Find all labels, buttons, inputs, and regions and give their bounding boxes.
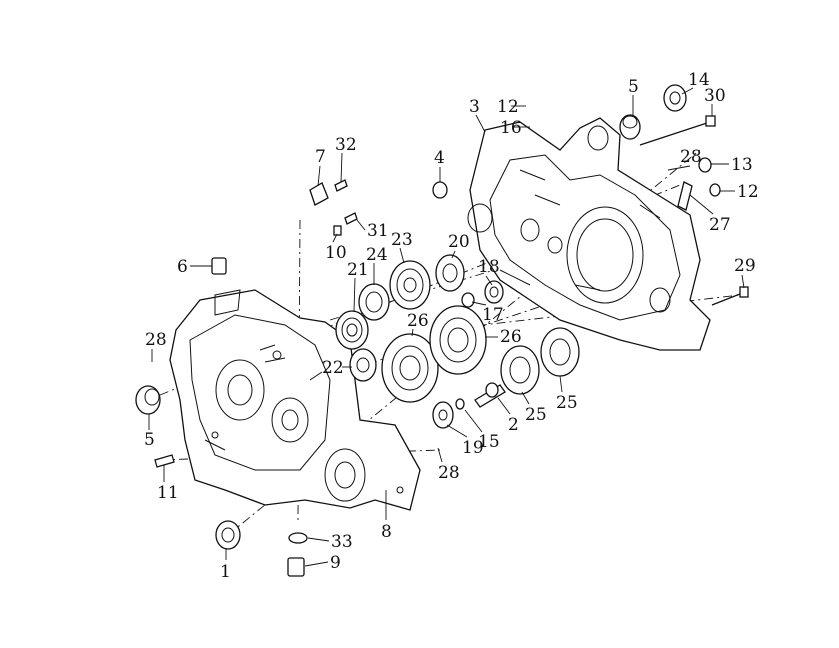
callout-label: 25 [525,405,547,425]
pin-10 [333,225,342,236]
callout-label: 28 [438,463,460,483]
callout-label: 24 [366,245,388,265]
callout-label: 17 [482,305,504,325]
drain-9 [287,557,305,577]
callout-label: 5 [628,77,639,97]
callout-label: 21 [347,260,369,280]
seal-14 [663,84,687,112]
bearing-25-left [500,345,540,395]
callout-label: 22 [322,358,344,378]
callout-labels: 1 2 3 4 5 5 6 7 8 9 10 11 12 12 13 14 15… [144,70,759,582]
bolt-32 [334,179,348,192]
callout-label: 15 [478,432,500,452]
callout-label: 10 [325,243,347,263]
callout-label: 23 [391,230,413,250]
bearing-22 [349,348,377,382]
callout-label: 25 [556,393,578,413]
callout-label: 30 [704,86,726,106]
washer-33 [288,532,308,544]
callout-label: 5 [144,430,155,450]
right-crankcase-half [467,117,711,351]
left-crankcase-half [169,289,421,511]
callout-label: 3 [469,97,480,117]
bolt-31 [344,212,358,225]
leader-lines [148,87,745,567]
dowel-6 [211,257,227,275]
washer-13 [698,157,712,173]
bearing-20 [435,254,465,292]
stud-11 [154,454,175,468]
callout-label: 18 [478,257,500,277]
callout-label: 8 [381,522,392,542]
callout-label: 29 [734,256,756,276]
bearing-24 [358,283,390,321]
callout-label: 19 [462,438,484,458]
cap-5-left [135,385,161,415]
bearing-21 [335,310,369,350]
bearing-17 [461,292,475,308]
callout-label: 13 [731,155,753,175]
oil-seal-1 [215,520,241,550]
callout-label: 26 [500,327,522,347]
callout-label: 6 [177,257,188,277]
seal-18 [484,280,504,304]
callout-label: 9 [330,553,341,573]
callout-label: 20 [448,232,470,252]
callout-label: 7 [315,147,326,167]
washer-12-right [709,183,721,197]
callout-label: 14 [688,70,710,90]
callout-label: 12 [737,182,759,202]
callout-label: 28 [680,147,702,167]
callout-label: 32 [335,135,357,155]
callout-label: 31 [367,221,389,241]
callout-label: 28 [145,330,167,350]
callout-label: 12 [497,97,519,117]
callout-label: 16 [500,118,522,138]
bearing-23 [389,260,431,310]
callout-label: 27 [709,215,731,235]
callout-label: 26 [407,311,429,331]
bearing-26-right [429,305,487,375]
shaft-2 [474,382,506,408]
callout-label: 33 [331,532,353,552]
callout-label: 1 [220,562,231,582]
o-ring-15 [455,398,465,410]
callout-label: 4 [434,148,445,168]
pipe-27 [677,181,693,211]
bolt-30 [639,115,716,146]
callout-label: 11 [157,483,179,503]
callout-label: 2 [508,415,519,435]
bearing-25-right [540,327,580,377]
bearing-26-left [381,333,439,403]
bearing-19 [432,401,454,429]
plug-4 [432,181,448,199]
cap-5-right [619,114,641,140]
plate-7 [309,182,329,206]
